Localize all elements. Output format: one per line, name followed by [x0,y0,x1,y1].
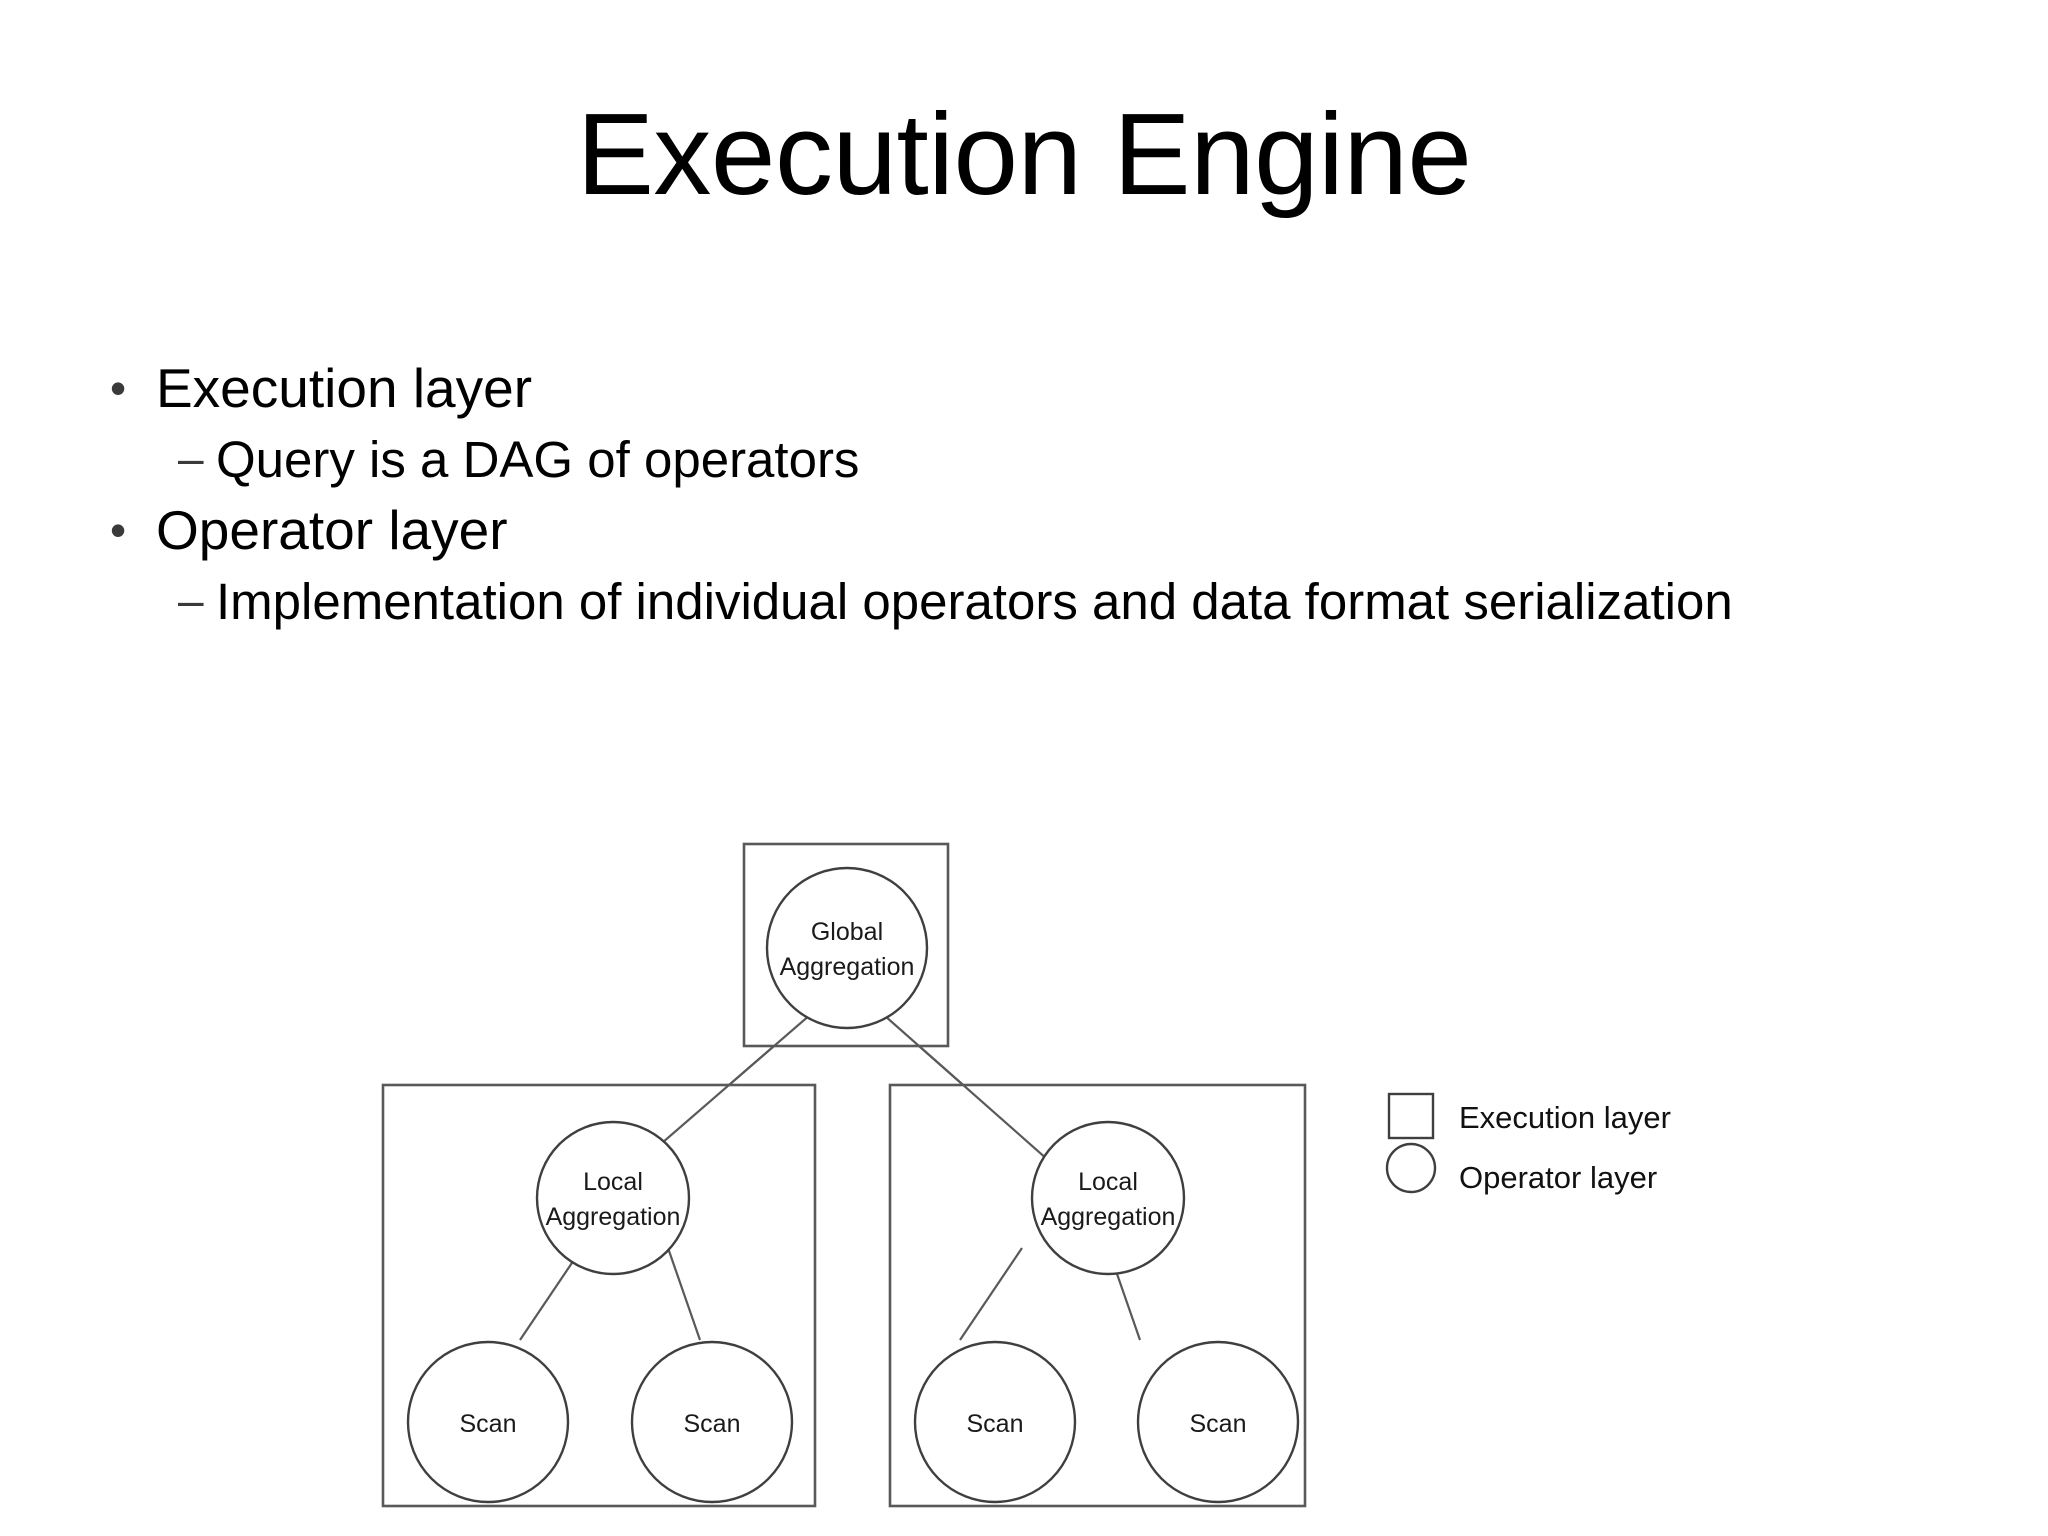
list-item-label: Query is a DAG of operators [216,431,860,488]
edge-local-left-to-scan-ll [519,1247,583,1341]
legend-circle-icon [1385,1142,1437,1194]
list-item: • Operator layer [110,498,1830,562]
legend-square-icon [1387,1092,1435,1140]
list-item-label: Operator layer [156,499,508,561]
bullet-dot-icon: • [110,504,127,556]
edge-global-to-local-right [875,1007,1066,1176]
node-local-aggregation-right-label-line1: Local [1078,1168,1138,1196]
diagram-edges-overlay [519,1007,1142,1341]
list-item: – Implementation of individual operators… [110,568,1830,636]
bullet-list: • Execution layer – Query is a DAG of op… [110,356,1830,640]
node-scan-right-left-label: Scan [967,1410,1024,1438]
node-local-aggregation-left-label-line2: Aggregation [546,1203,681,1231]
list-item: • Execution layer [110,356,1830,420]
node-scan-left-right [630,1340,794,1504]
node-scan-right-right-label: Scan [1190,1410,1247,1438]
node-scan-right-left [913,1340,1077,1504]
edge-local-left-to-scan-lr [666,1247,702,1341]
node-scan-right-right [1136,1340,1300,1504]
list-item-label: Execution layer [156,357,533,419]
node-global-aggregation [765,866,929,1030]
node-local-aggregation-right [1030,1120,1186,1276]
edge-local-right-to-scan-rl [959,1247,1023,1341]
diagram-edges [519,1007,1142,1341]
bullet-dash-icon: – [178,574,204,626]
node-global-aggregation-label-line2: Aggregation [780,953,915,981]
execution-box-global [742,842,950,1048]
execution-box-right [888,1083,1307,1508]
operator-nodes: Global Aggregation Local Aggregation Loc… [406,866,1300,1504]
node-local-aggregation-right-label-line2: Aggregation [1041,1203,1176,1231]
list-item-label: Implementation of individual operators a… [216,573,1733,630]
edge-local-right-to-scan-rr [1106,1247,1142,1341]
edge-global-to-local-left [624,1007,819,1176]
node-local-aggregation-left [535,1120,691,1276]
node-global-aggregation-label-line1: Global [811,918,883,946]
page-title: Execution Engine [576,89,1472,219]
legend-label-operator-layer: Operator layer [1459,1160,1657,1195]
node-scan-left-right-label: Scan [684,1410,741,1438]
bullet-dot-icon: • [110,362,127,414]
execution-box-left [381,1083,817,1508]
node-scan-left-left-label: Scan [460,1410,517,1438]
node-local-aggregation-left-label-line1: Local [583,1168,643,1196]
list-item: – Query is a DAG of operators [110,426,1830,494]
node-scan-left-left [406,1340,570,1504]
legend-label-execution-layer: Execution layer [1459,1100,1671,1135]
bullet-dash-icon: – [178,432,204,484]
diagram-legend: Execution layer Operator layer [1385,1092,1671,1195]
